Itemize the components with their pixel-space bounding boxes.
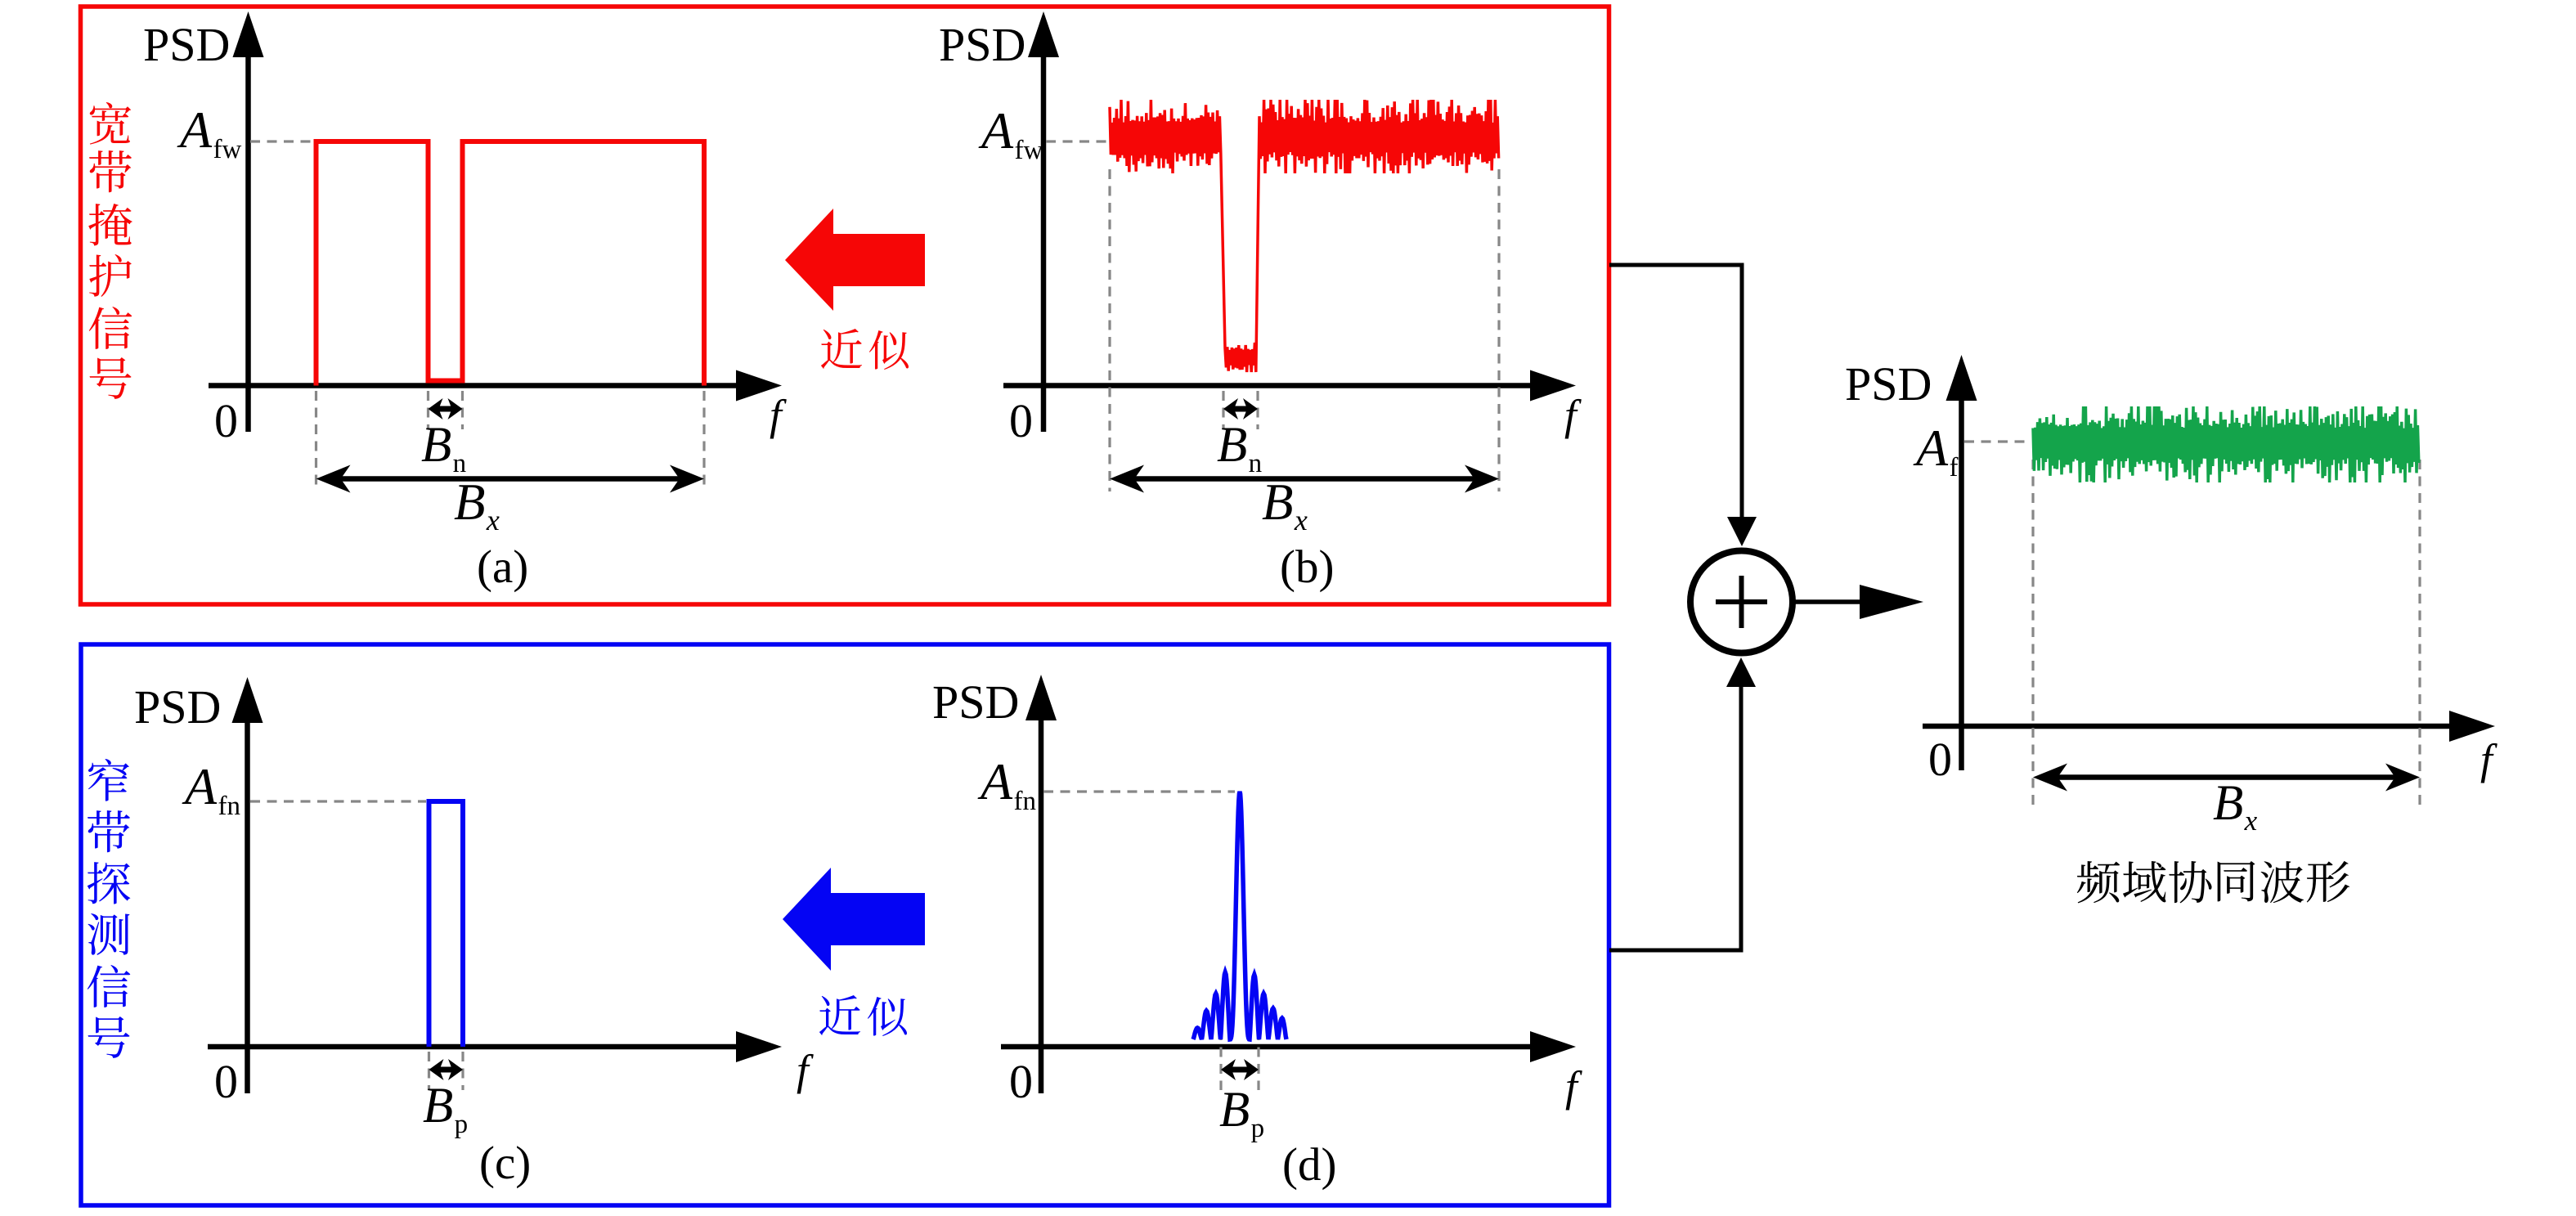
svg-text:(b): (b) bbox=[1280, 541, 1334, 593]
svg-text:x: x bbox=[2244, 805, 2258, 837]
svg-text:0: 0 bbox=[214, 394, 238, 447]
svg-text:fn: fn bbox=[218, 792, 241, 821]
svg-text:(d): (d) bbox=[1282, 1139, 1336, 1191]
svg-text:B: B bbox=[1217, 418, 1247, 473]
svg-text:0: 0 bbox=[214, 1055, 238, 1108]
svg-text:(c): (c) bbox=[479, 1137, 531, 1189]
svg-text:PSD: PSD bbox=[939, 18, 1025, 71]
svg-text:PSD: PSD bbox=[1845, 357, 1932, 411]
svg-text:n: n bbox=[1249, 449, 1263, 478]
svg-text:0: 0 bbox=[1009, 1055, 1033, 1108]
svg-text:B: B bbox=[1262, 473, 1293, 531]
svg-text:fw: fw bbox=[1015, 136, 1043, 165]
svg-text:A: A bbox=[177, 101, 213, 159]
svg-text:B: B bbox=[423, 1079, 453, 1133]
svg-text:B: B bbox=[1219, 1083, 1250, 1137]
svg-text:B: B bbox=[454, 473, 485, 531]
svg-text:0: 0 bbox=[1928, 733, 1952, 786]
svg-text:B: B bbox=[421, 418, 451, 473]
svg-text:B: B bbox=[2213, 776, 2243, 831]
svg-text:f: f bbox=[1950, 453, 1959, 482]
svg-text:p: p bbox=[1251, 1114, 1265, 1143]
svg-text:A: A bbox=[977, 752, 1013, 810]
svg-text:n: n bbox=[453, 449, 467, 478]
svg-text:A: A bbox=[1913, 419, 1949, 477]
svg-text:(a): (a) bbox=[477, 541, 528, 593]
svg-text:0: 0 bbox=[1009, 394, 1033, 447]
svg-text:x: x bbox=[1294, 504, 1308, 536]
svg-text:fn: fn bbox=[1014, 787, 1037, 816]
svg-text:PSD: PSD bbox=[932, 675, 1019, 729]
svg-text:x: x bbox=[486, 504, 500, 536]
svg-text:fw: fw bbox=[213, 135, 242, 164]
svg-text:PSD: PSD bbox=[143, 18, 230, 71]
svg-text:p: p bbox=[455, 1110, 469, 1139]
svg-text:PSD: PSD bbox=[134, 680, 221, 734]
svg-text:A: A bbox=[182, 757, 218, 815]
svg-text:A: A bbox=[978, 101, 1014, 159]
